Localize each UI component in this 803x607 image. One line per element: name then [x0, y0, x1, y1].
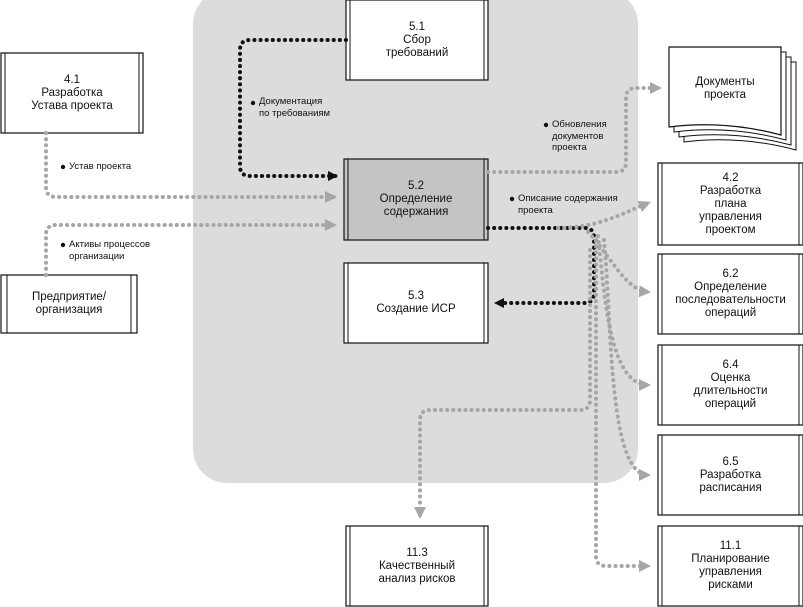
arrow-5-2-to-11-3 — [414, 248, 592, 519]
flow-label-req-docs: Документация по требованиям — [259, 96, 331, 119]
name-documents: Документы проекта — [695, 76, 755, 101]
name-enterprise: Предприятие/ организация — [31, 291, 107, 316]
flow-label-charter: Устав проекта — [69, 161, 132, 172]
flow-label-updates: Обновления документов проекта — [552, 119, 607, 153]
arrow-enterprise-to-5-2 — [44, 219, 337, 277]
name-6-2: Определение последовательности операций — [675, 281, 786, 319]
num-11-3: 11.3 — [406, 546, 428, 559]
num-4-2: 4.2 — [722, 171, 739, 184]
arrow-5-2-to-6-5 — [602, 238, 651, 481]
flow-label-scope: Описание содержания проекта — [518, 193, 618, 216]
project-documents-icon[interactable] — [668, 46, 797, 151]
arrow-5-2-to-5-3 — [486, 226, 596, 308]
num-5-1: 5.1 — [409, 20, 425, 33]
arrow-5-2-to-documents — [486, 82, 662, 174]
arrow-4-1-to-5-2 — [44, 131, 337, 203]
label-documents: Документы проекта — [669, 62, 781, 116]
num-4-1: 4.1 — [64, 73, 80, 86]
process-group-panel — [193, 0, 638, 483]
bullet-req-docs — [250, 100, 256, 106]
arrow-5-2-to-6-2 — [586, 230, 651, 298]
name-5-2: Определение содержания — [379, 193, 453, 218]
bullet-updates — [543, 122, 549, 128]
num-5-3: 5.3 — [408, 290, 424, 302]
name-4-1: Разработка Устава проекта — [31, 86, 113, 112]
name-11-3: Качественный анализ рисков — [378, 559, 456, 585]
label-enterprise: Предприятие/ организация — [1, 275, 137, 333]
num-6-4: 6.4 — [722, 359, 739, 371]
enterprise-box[interactable] — [0, 274, 138, 334]
process-5-2[interactable] — [343, 158, 489, 241]
bullet-charter — [60, 164, 66, 170]
process-4-2[interactable] — [657, 162, 803, 246]
name-5-1: Сбор требований — [385, 33, 449, 59]
name-6-4: Оценка длительности операций — [693, 372, 768, 410]
flow-label-assets: Активы процессов организации — [69, 239, 151, 262]
arrow-5-1-to-5-2 — [238, 38, 348, 181]
num-11-1: 11.1 — [719, 540, 742, 552]
process-11-1[interactable] — [657, 525, 803, 607]
num-5-2: 5.2 — [408, 180, 424, 192]
process-11-3[interactable] — [345, 525, 489, 607]
bullet-scope — [509, 196, 515, 202]
name-5-3: Создание ИСР — [376, 303, 456, 315]
bullet-assets — [60, 242, 66, 248]
num-6-2: 6.2 — [722, 268, 739, 280]
process-6-5[interactable] — [657, 434, 803, 516]
name-6-5: Разработка расписания — [699, 468, 762, 494]
process-5-1[interactable] — [345, 0, 489, 81]
arrow-5-2-to-11-1 — [594, 238, 651, 572]
arrow-5-2-to-6-4 — [596, 234, 651, 391]
num-6-5: 6.5 — [722, 455, 739, 468]
process-6-4[interactable] — [657, 344, 803, 426]
process-4-1[interactable] — [0, 52, 144, 134]
arrow-5-2-to-4-2 — [556, 201, 651, 230]
process-6-2[interactable] — [657, 253, 803, 335]
name-4-2: Разработка плана управления проектом — [699, 184, 762, 236]
name-11-1: Планирование управления рисками — [691, 553, 770, 591]
process-5-3[interactable] — [343, 262, 489, 344]
